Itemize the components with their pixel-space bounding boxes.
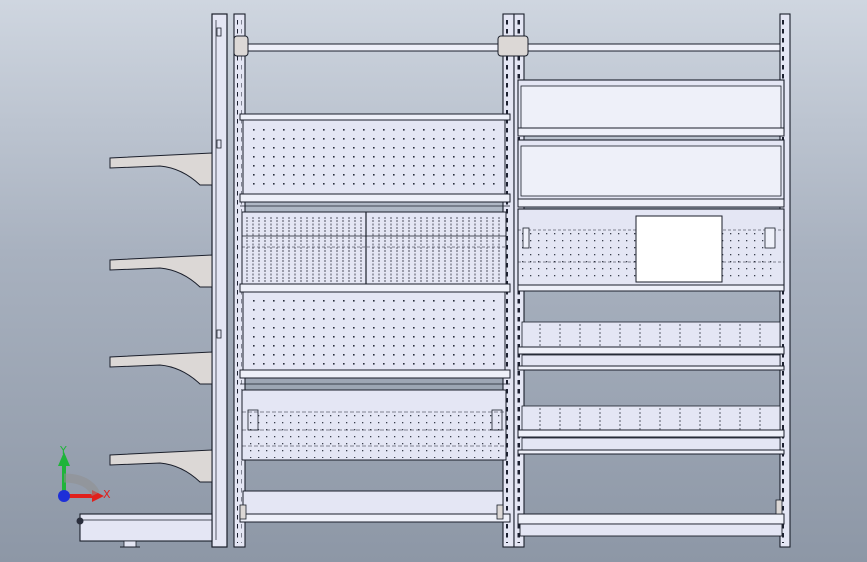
y-axis-arrow-icon bbox=[58, 452, 70, 466]
bracket-4 bbox=[109, 449, 213, 483]
divider-shelf-upper bbox=[517, 321, 785, 371]
top-tie-rods bbox=[233, 35, 781, 57]
right-base-deck bbox=[517, 513, 785, 525]
bracket-1 bbox=[109, 152, 213, 186]
divider-shelf-lower bbox=[517, 405, 785, 455]
base-kick-plate bbox=[76, 513, 213, 548]
bracket-3 bbox=[109, 351, 213, 385]
z-axis-icon bbox=[58, 490, 70, 502]
left-bay bbox=[239, 113, 511, 523]
y-axis-label: Y bbox=[59, 444, 67, 457]
side-brackets bbox=[109, 152, 213, 483]
left-side-panel bbox=[211, 13, 228, 548]
x-axis-label: X bbox=[103, 488, 111, 501]
label-panel bbox=[635, 215, 723, 283]
bracket-2 bbox=[109, 254, 213, 288]
coordinate-triad[interactable]: Y X bbox=[58, 444, 111, 502]
left-base-deck bbox=[242, 490, 504, 517]
right-bay bbox=[517, 79, 785, 537]
